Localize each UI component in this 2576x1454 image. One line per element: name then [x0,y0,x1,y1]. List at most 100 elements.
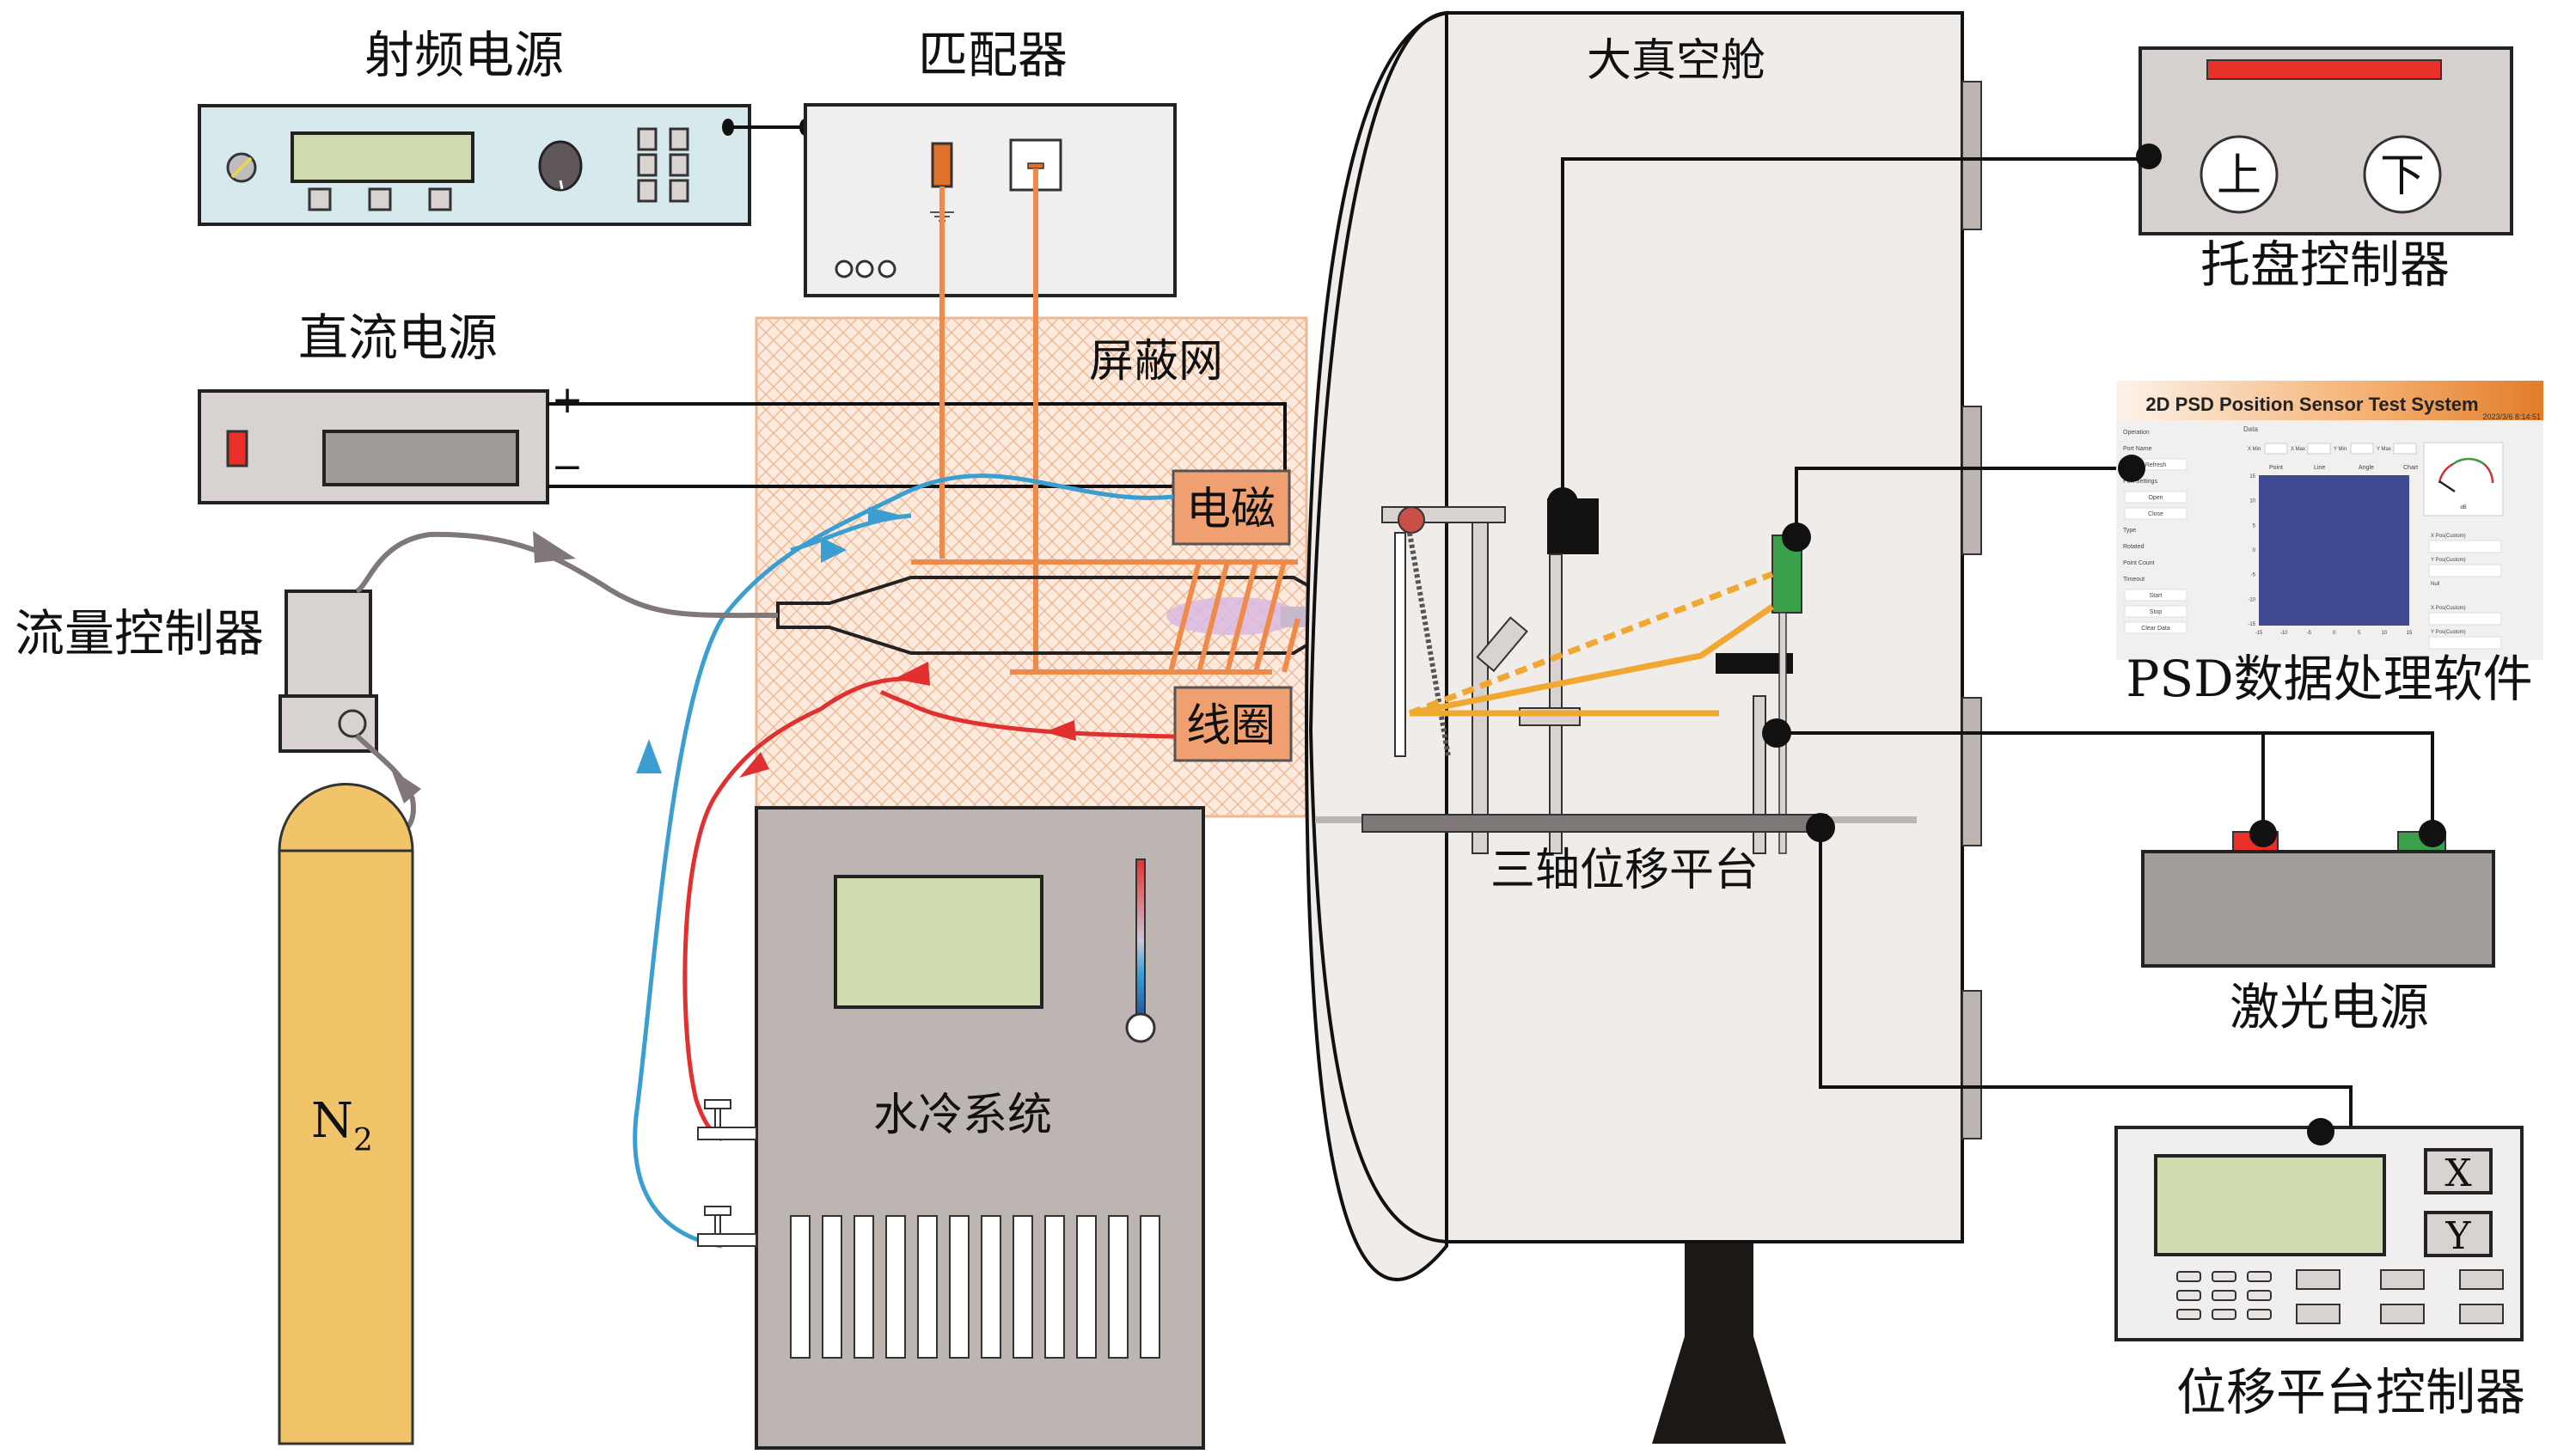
stage-key-small[interactable] [2212,1309,2236,1320]
stage-key-small[interactable] [2247,1271,2272,1282]
psd-right-label: Y Pos(Custom) [2431,630,2466,635]
rf-button[interactable] [428,187,452,211]
psd-left-item[interactable]: Stop [2150,609,2163,615]
connector-dot [2136,144,2162,169]
psd-left-item[interactable]: Clear Data [2141,626,2170,632]
psd-button[interactable] [2124,589,2187,602]
stage-key-small[interactable] [2212,1290,2236,1301]
psd-tab[interactable]: Chart [2403,465,2418,471]
dc-power-switch[interactable] [226,430,248,467]
psd-right-label: X Pos(Custom) [2431,534,2466,539]
svg-text:上: 上 [2217,150,2261,202]
psd-x-tick: -10 [2280,631,2288,636]
vent-slot [949,1215,970,1359]
vent-slot [790,1215,811,1359]
psd-right-field[interactable] [2428,636,2502,650]
psd-x-tick: -15 [2255,631,2263,636]
three-axis-stage: 三轴位移平台 [1315,813,1917,896]
coil-box: 线圈 [1173,686,1293,762]
psd-button[interactable] [2124,507,2187,520]
psd-range-input[interactable] [2307,443,2331,455]
psd-y-tick: 10 [2249,499,2255,504]
stage-key-large[interactable] [2296,1269,2340,1290]
stage-key-small[interactable] [2176,1290,2201,1301]
screw-icon [226,152,257,183]
stage-key-small[interactable] [2212,1271,2236,1282]
psd-tabs: Point Line Angle Chart [2269,465,2418,471]
psd-button[interactable] [2124,605,2187,618]
tray-controller: 上 下 托盘控制器 [2136,46,2513,294]
psd-tab[interactable]: Point [2269,465,2283,471]
psd-y-tick: 0 [2253,548,2256,553]
psd-right-field[interactable] [2428,612,2502,626]
thermometer-icon [1125,858,1156,1043]
psd-x-tick: -5 [2307,631,2312,636]
flow-arrow-icon [894,662,930,686]
psd-timestamp: 2023/3/6 8:14:51 [2482,412,2541,421]
matcher-indicator [835,260,854,278]
flow-arrow-icon [533,531,576,563]
stage-key-small[interactable] [2176,1271,2201,1282]
rf-button[interactable] [368,187,392,211]
psd-signal-wire [1795,467,2132,537]
psd-range-input[interactable] [2393,443,2417,455]
psd-range-input[interactable] [2350,443,2374,455]
rf-power-label: 射频电源 [364,26,564,84]
dc-power-supply: 直流电源 + − [198,309,583,504]
stage-key-small[interactable] [2176,1309,2201,1320]
psd-plot-area [2259,475,2409,626]
cooler-valve-hot[interactable] [697,1099,757,1140]
connector-dot [2307,1118,2334,1145]
svg-text:X: X [2444,1152,2472,1195]
stage-key-large[interactable] [2459,1304,2504,1324]
stage-key-large[interactable] [2380,1304,2425,1324]
tray-down-button[interactable]: 下 [2363,135,2442,214]
psd-button[interactable] [2124,621,2187,634]
psd-x-tick: 5 [2358,631,2361,636]
flow-controller-port [338,709,367,738]
knob-icon[interactable] [538,140,583,192]
psd-right-field[interactable] [2428,540,2502,553]
tray-up-button[interactable]: 上 [2200,135,2279,214]
psd-left-item[interactable]: Start [2150,593,2163,599]
rf-button[interactable] [308,187,332,211]
cooler-valve-cold[interactable] [697,1206,757,1247]
psd-left-item[interactable]: Open [2148,495,2163,501]
stage-key-large[interactable] [2380,1269,2425,1290]
psd-button[interactable] [2124,491,2187,504]
psd-left-item[interactable]: Refresh [2145,462,2167,468]
water-cooling-system: 水冷系统 [697,806,1205,1450]
stage-x-button[interactable]: X [2424,1148,2493,1195]
stage-key-small[interactable] [2247,1309,2272,1320]
psd-y-tick: -15 [2248,622,2255,627]
psd-left-item: Port Settings [2123,479,2158,485]
stage-key-small[interactable] [2247,1290,2272,1301]
psd-tab[interactable]: Line [2314,465,2325,471]
matcher-label: 匹配器 [918,26,1068,84]
psd-range-label: X Min [2248,447,2261,452]
vent-slot [1076,1215,1097,1359]
psd-data-label: Data [2243,425,2258,433]
psd-tab[interactable]: Angle [2359,465,2374,471]
rf-keypad[interactable] [637,127,689,203]
vacuum-chamber-label: 大真空舱 [1587,35,1765,87]
cold-water-line [633,473,1174,1249]
reflector-mirror [1476,616,1528,673]
stage-controller-label: 位移平台控制器 [2176,1363,2525,1421]
psd-y-tick: -5 [2251,573,2256,578]
stage-key-large[interactable] [2296,1304,2340,1324]
stage-key-large[interactable] [2459,1269,2504,1290]
flow-arrow-icon [868,507,903,526]
psd-right-field[interactable] [2428,564,2502,577]
psd-range-input[interactable] [2264,443,2288,455]
laser-power-supply: 激光电源 [2141,820,2495,1036]
chamber-stand [1652,1243,1786,1444]
feedthrough-port [1961,697,1982,846]
stage-keypad[interactable] [2176,1269,2504,1324]
psd-gauge: dB [2423,442,2504,516]
psd-left-item[interactable]: Close [2148,511,2163,517]
stage-y-button[interactable]: Y [2424,1211,2493,1258]
